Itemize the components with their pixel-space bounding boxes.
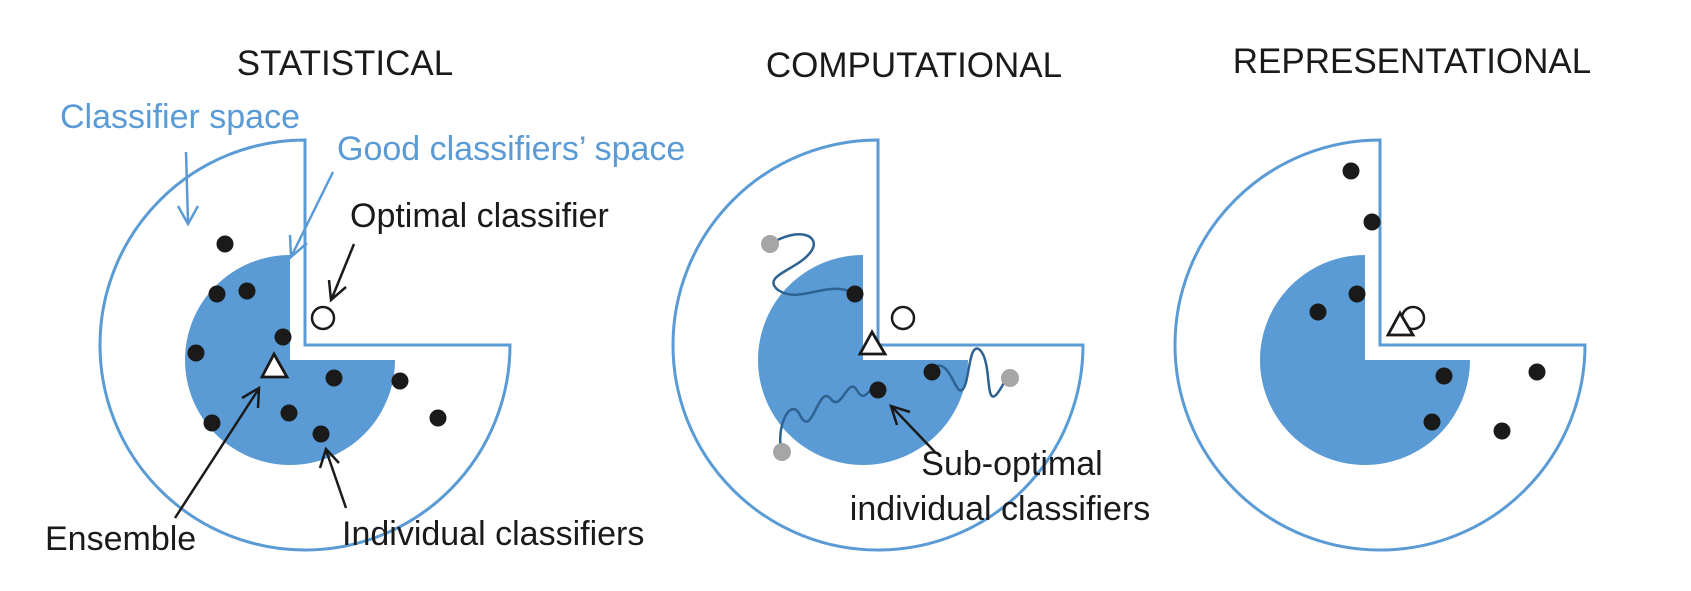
ensemble-marker	[259, 351, 290, 379]
classifier-dot	[923, 363, 941, 381]
classifier-dot	[274, 328, 292, 346]
arrow-to-individual-classifiers	[318, 446, 348, 509]
good-classifiers-region	[1260, 255, 1470, 465]
panel-title-statistical: STATISTICAL	[237, 44, 454, 83]
classifier-dot	[1435, 367, 1453, 385]
optimal-classifier-marker	[310, 305, 336, 331]
individual-classifiers-label: Individual classifiers	[342, 515, 644, 553]
ensemble-marker	[857, 329, 888, 356]
panel-representational: REPRESENTATIONAL	[1173, 42, 1592, 552]
classifier-dot	[203, 414, 221, 432]
search-path	[933, 347, 1011, 398]
arrow-to-optimal-classifier	[327, 243, 356, 303]
panel-statistical: STATISTICAL Classifier space Good classi…	[45, 44, 685, 558]
classifier-dot	[1342, 162, 1360, 180]
classifier-dot	[1309, 303, 1327, 321]
classifier-dot	[1363, 213, 1381, 231]
ensemble-label: Ensemble	[45, 520, 196, 558]
search-path	[769, 233, 856, 296]
good-classifiers-region	[758, 255, 968, 465]
start-point	[773, 443, 791, 461]
panel-computational: COMPUTATIONAL Sub-optimal individual cla…	[671, 46, 1150, 552]
start-point	[1001, 369, 1019, 387]
classifier-dot	[187, 344, 205, 362]
classifier-dot	[312, 425, 330, 443]
arrow-to-good-space	[288, 171, 335, 260]
classifier-dot	[391, 372, 409, 390]
classifier-dot	[429, 409, 447, 427]
panel-title-representational: REPRESENTATIONAL	[1233, 42, 1592, 81]
arrow-to-classifier-space	[176, 151, 200, 227]
classifier-dot	[216, 235, 234, 253]
classifier-dot	[869, 381, 887, 399]
classifier-dot	[1493, 422, 1511, 440]
classifier-dot	[846, 285, 864, 303]
arrow-to-ensemble	[173, 385, 261, 519]
classifier-dot	[208, 285, 226, 303]
classifier-dot	[1348, 285, 1366, 303]
classifier-dot	[325, 369, 343, 387]
classifier-space-region	[1173, 138, 1587, 552]
ensemble-marker	[1385, 310, 1416, 337]
suboptimal-label-line1: Sub-optimal	[921, 445, 1102, 483]
optimal-classifier-label: Optimal classifier	[350, 197, 609, 235]
suboptimal-label-line2: individual classifiers	[850, 490, 1150, 528]
representational-regions	[1173, 138, 1587, 552]
arrow-to-suboptimal-classifier	[889, 404, 936, 453]
search-path	[778, 385, 880, 453]
good-space-label: Good classifiers’ space	[337, 130, 685, 168]
optimal-classifier-marker	[890, 305, 916, 331]
classifier-dot	[1528, 363, 1546, 381]
classifier-dot	[238, 282, 256, 300]
classifier-dot	[280, 404, 298, 422]
classifier-dot	[1423, 413, 1441, 431]
panel-title-computational: COMPUTATIONAL	[766, 46, 1062, 85]
start-point	[761, 235, 779, 253]
classifier-space-label: Classifier space	[60, 98, 300, 136]
